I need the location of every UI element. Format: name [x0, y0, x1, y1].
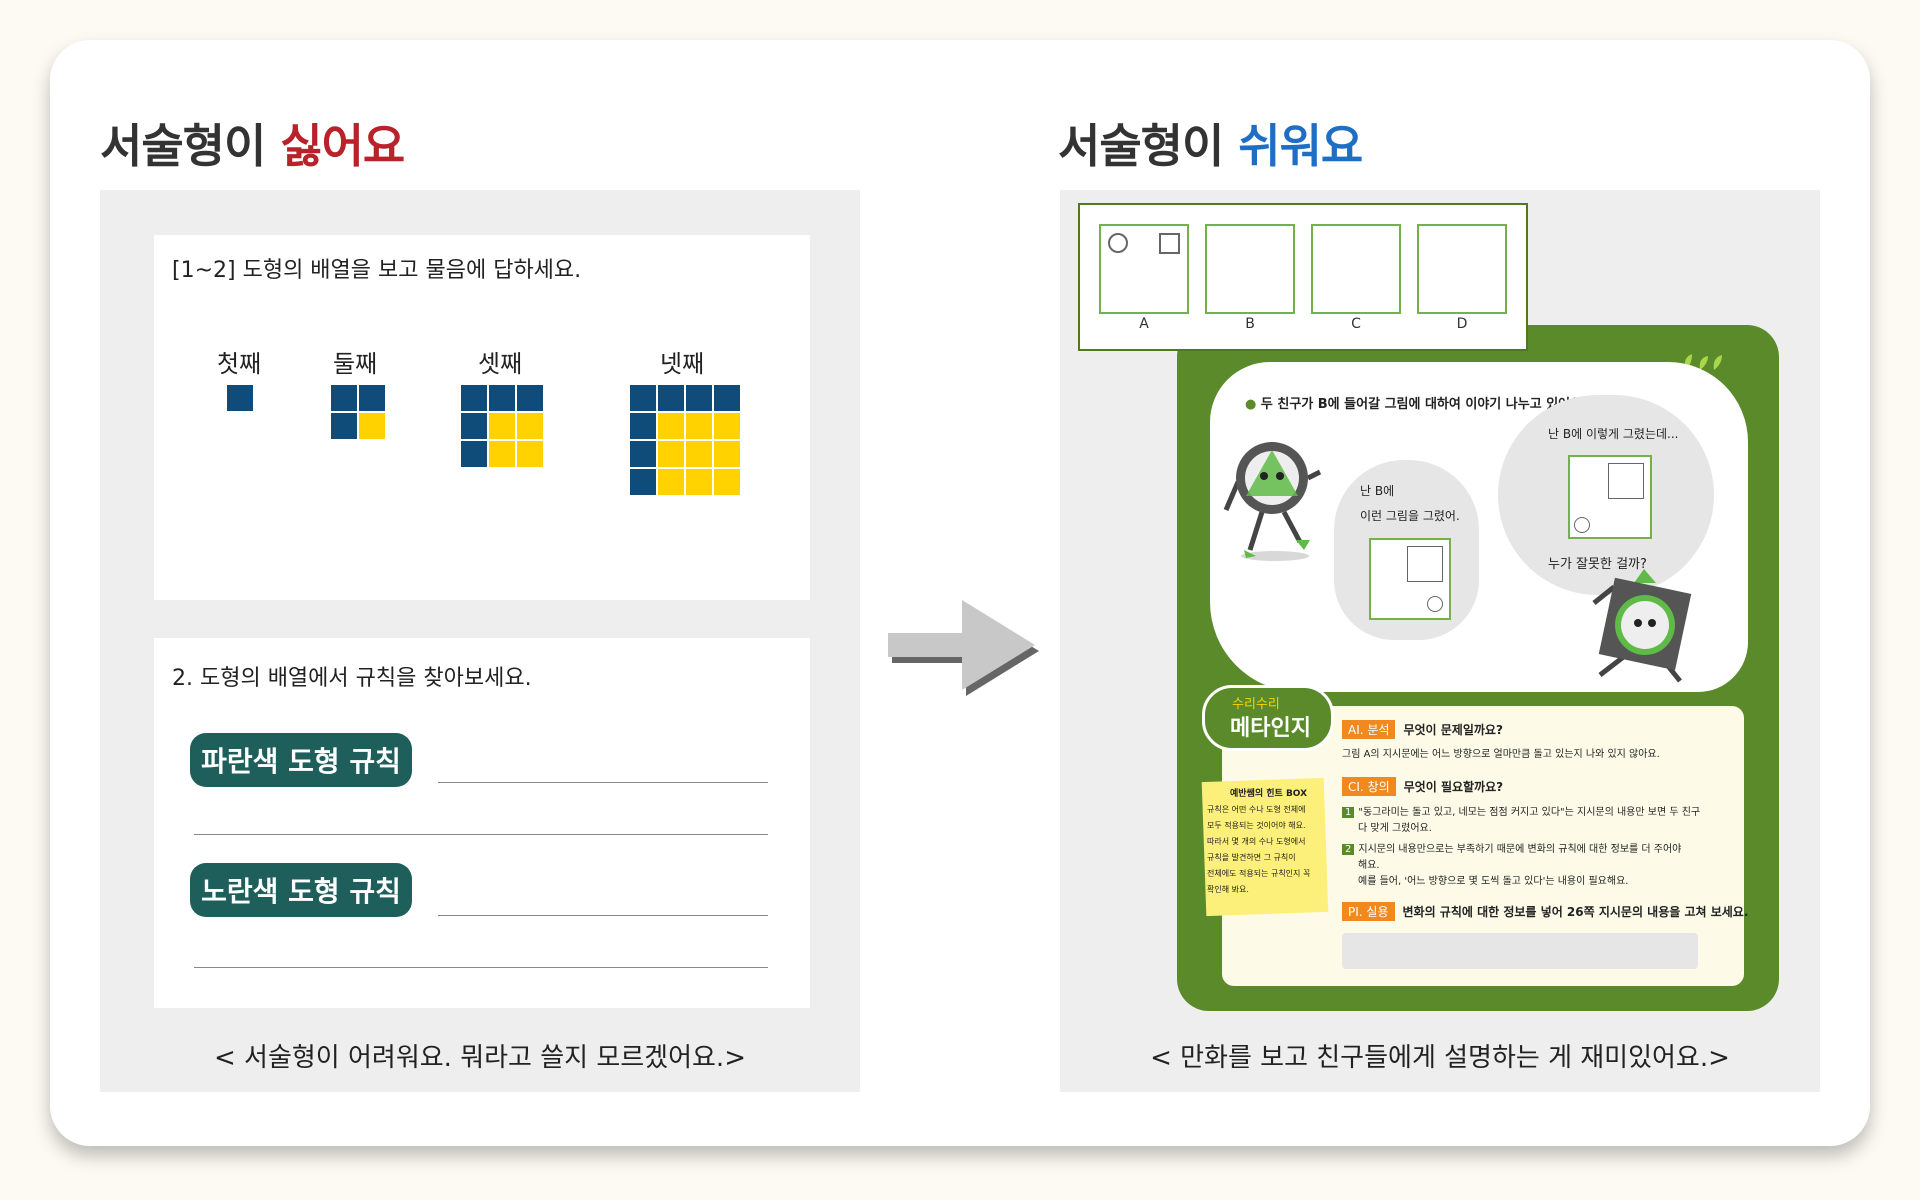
hint-line: 규칙을 발견하면 그 규칙이 — [1207, 853, 1296, 862]
drawing-left — [1369, 538, 1451, 620]
right-heading-emphasis: 쉬워요 — [1238, 119, 1363, 173]
ci-2-line-c: 예를 들어, '어느 방향으로 몇 도씩 돌고 있다'는 내용이 필요해요. — [1358, 876, 1629, 887]
left-caption: < 서술형이 어려워요. 뭐라고 쓸지 모르겠어요.> — [214, 1043, 746, 1073]
question-box — [154, 638, 810, 1008]
ci-1-line-b: 다 맞게 그렸어요. — [1358, 823, 1432, 834]
ci-item-1: 1"동그라미는 돌고 있고, 네모는 점점 커지고 있다"는 지시문의 내용만 … — [1342, 803, 1700, 818]
character-left-icon — [1223, 442, 1322, 561]
label-third: 셋째 — [478, 350, 523, 378]
ai-question: 무엇이 문제일까요? — [1403, 723, 1503, 737]
right-heading-prefix: 서술형이 — [1058, 119, 1239, 173]
pi-tag: PI. 실용 — [1342, 902, 1395, 921]
label-second: 둘째 — [333, 350, 378, 378]
blue-rule-label: 파란색 도형 규칙 — [190, 733, 412, 787]
left-heading-emphasis: 싫어요 — [280, 119, 405, 173]
speech2-text: 난 B에 이렇게 그렸는데... — [1548, 427, 1679, 441]
ci-tag: CI. 창의 — [1342, 777, 1396, 796]
hint-line: 모두 적용되는 것이어야 해요. — [1207, 821, 1306, 830]
ai-row: AI. 분석 무엇이 문제일까요? — [1342, 720, 1503, 739]
pattern-first — [227, 385, 253, 411]
comic-prompt-text: 두 친구가 B에 들어갈 그림에 대하여 이야기 나누고 있어요. — [1260, 397, 1588, 412]
arrow-right-icon — [888, 600, 1039, 696]
sprout-icon — [1684, 354, 1722, 370]
hint-line: 확인해 봐요. — [1207, 885, 1249, 894]
option-b-box — [1205, 224, 1295, 314]
yellow-rule-label: 노란색 도형 규칙 — [190, 863, 412, 917]
ai-answer: 그림 A의 지시문에는 어느 방향으로 얼마만큼 돌고 있는지 나와 있지 않아… — [1342, 749, 1660, 760]
ci-row: CI. 창의 무엇이 필요할까요? — [1342, 777, 1503, 796]
left-heading-prefix: 서술형이 — [100, 119, 281, 173]
option-a-box — [1099, 224, 1189, 314]
speech1-line2: 이런 그림을 그렸어. — [1360, 509, 1460, 523]
pi-answer-field[interactable] — [1342, 933, 1698, 969]
right-heading: 서술형이 쉬워요 — [1058, 110, 1363, 176]
character-right-icon — [1592, 569, 1692, 683]
metacognition-badge — [1202, 685, 1334, 751]
option-d-label: D — [1456, 316, 1468, 332]
option-b-label: B — [1245, 316, 1255, 332]
pi-row: PI. 실용 변화의 규칙에 대한 정보를 넣어 26쪽 지시문의 내용을 고쳐 … — [1342, 902, 1748, 921]
pattern-second — [331, 385, 385, 439]
hint-line: 전체에도 적용되는 규칙인지 꼭 — [1207, 869, 1311, 878]
left-heading: 서술형이 싫어요 — [100, 110, 405, 176]
hint-line: 따라서 몇 개의 수나 도형에서 — [1207, 837, 1306, 846]
pattern-third — [461, 385, 543, 467]
ai-tag: AI. 분석 — [1342, 720, 1396, 739]
option-d-box — [1417, 224, 1507, 314]
answer-line-1[interactable] — [438, 782, 768, 783]
pi-question: 변화의 규칙에 대한 정보를 넣어 26쪽 지시문의 내용을 고쳐 보세요. — [1402, 905, 1749, 919]
answer-line-2[interactable] — [194, 834, 768, 835]
speech1-line1: 난 B에 — [1360, 484, 1395, 498]
option-c-label: C — [1351, 316, 1361, 332]
badge-main-text: 메타인지 — [1230, 716, 1311, 741]
hint-title: 예반쌤의 힌트 BOX — [1230, 789, 1308, 799]
right-caption: < 만화를 보고 친구들에게 설명하는 게 재미있어요.> — [1150, 1043, 1730, 1073]
ci-1-line-a: "동그라미는 돌고 있고, 네모는 점점 커지고 있다"는 지시문의 내용만 보… — [1358, 807, 1701, 818]
pattern-fourth — [630, 385, 740, 495]
ci-2-line-b: 해요. — [1358, 860, 1380, 871]
speech3-text: 누가 잘못한 걸까? — [1548, 557, 1647, 572]
answer-line-4[interactable] — [194, 967, 768, 968]
ci-2-line-a: 지시문의 내용만으로는 부족하기 때문에 변화의 규칙에 대한 정보를 더 주어… — [1358, 844, 1682, 855]
ci-question: 무엇이 필요할까요? — [1403, 780, 1504, 794]
instruction-text: [1~2] 도형의 배열을 보고 물음에 답하세요. — [172, 258, 582, 283]
option-c-box — [1311, 224, 1401, 314]
label-fourth: 넷째 — [660, 350, 705, 378]
label-first: 첫째 — [217, 350, 262, 378]
hint-line: 규칙은 어떤 수나 도형 전체에 — [1207, 805, 1306, 814]
badge-top-text: 수리수리 — [1232, 697, 1280, 712]
drawing-right — [1568, 455, 1652, 539]
option-a-label: A — [1139, 316, 1149, 332]
question-text: 2. 도형의 배열에서 규칙을 찾아보세요. — [172, 666, 532, 691]
answer-line-3[interactable] — [438, 915, 768, 916]
comic-prompt: ● 두 친구가 B에 들어갈 그림에 대하여 이야기 나누고 있어요. — [1245, 397, 1588, 412]
